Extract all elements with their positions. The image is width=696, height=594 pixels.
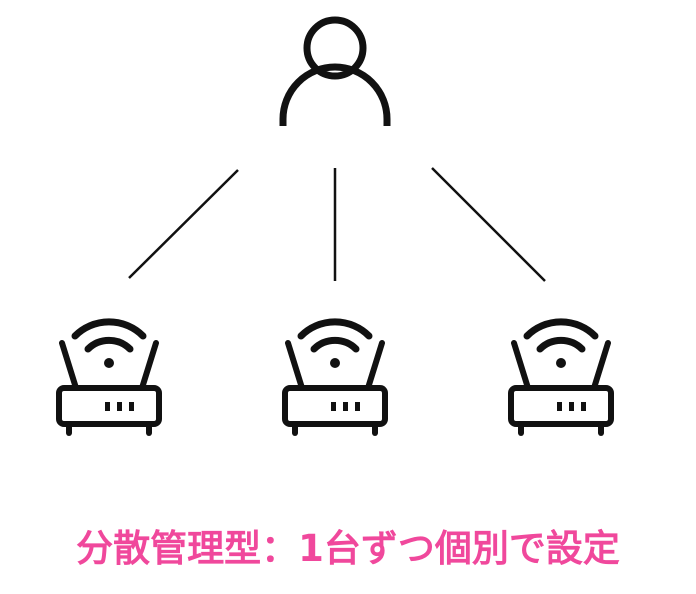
connector-line-left xyxy=(128,169,239,279)
wifi-router-icon xyxy=(59,322,159,433)
wifi-router-icon xyxy=(285,322,385,433)
connector-line-right xyxy=(431,167,546,282)
wifi-router-icon xyxy=(511,322,611,433)
diagram-caption: 分散管理型：1台ずつ個別で設定 xyxy=(76,527,620,570)
user-icon xyxy=(279,16,391,126)
